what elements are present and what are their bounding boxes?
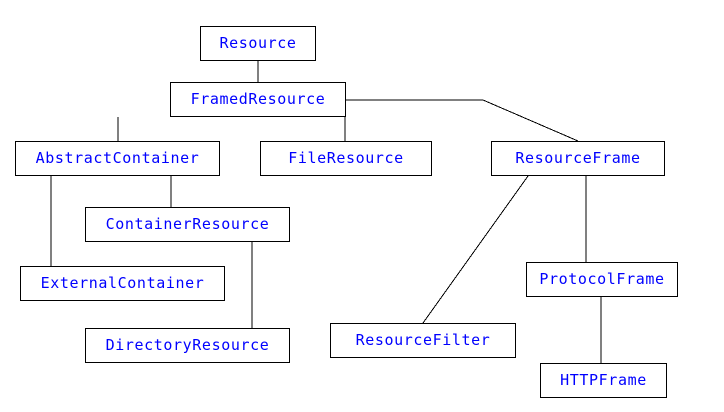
class-node-abstract-container[interactable]: AbstractContainer	[15, 141, 220, 176]
class-node-external-container[interactable]: ExternalContainer	[20, 266, 225, 301]
class-node-framed-resource[interactable]: FramedResource	[170, 82, 346, 117]
class-node-http-frame[interactable]: HTTPFrame	[540, 363, 667, 398]
class-node-label: ExternalContainer	[40, 274, 205, 292]
class-node-resource[interactable]: Resource	[200, 26, 316, 61]
class-node-container-resource[interactable]: ContainerResource	[85, 207, 290, 242]
class-node-label: Resource	[219, 34, 297, 52]
edge-resource-frame-to-resource-filter	[422, 175, 529, 324]
class-node-resource-frame[interactable]: ResourceFrame	[491, 141, 665, 176]
class-node-file-resource[interactable]: FileResource	[260, 141, 432, 176]
class-node-label: AbstractContainer	[35, 149, 200, 167]
class-node-label: DirectoryResource	[105, 336, 270, 354]
class-node-resource-filter[interactable]: ResourceFilter	[330, 323, 516, 358]
class-node-label: ContainerResource	[105, 215, 270, 233]
class-node-label: ResourceFilter	[355, 331, 491, 349]
class-node-label: FileResource	[288, 149, 404, 167]
class-node-label: FramedResource	[190, 90, 326, 108]
class-node-label: ResourceFrame	[515, 149, 641, 167]
class-node-protocol-frame[interactable]: ProtocolFrame	[526, 262, 678, 297]
class-node-directory-resource[interactable]: DirectoryResource	[85, 328, 290, 363]
class-node-label: ProtocolFrame	[539, 270, 665, 288]
class-node-label: HTTPFrame	[560, 371, 647, 389]
edge-framed-resource-to-resource-frame	[346, 99, 579, 142]
